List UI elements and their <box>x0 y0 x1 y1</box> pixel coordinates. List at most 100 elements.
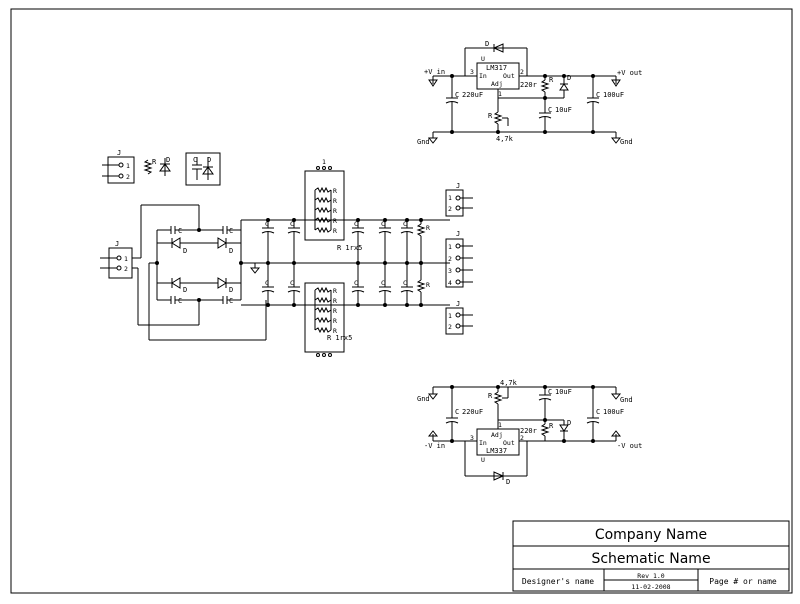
svg-text:C: C <box>381 279 385 287</box>
svg-text:R: R <box>333 307 337 315</box>
svg-text:R: R <box>333 207 337 215</box>
svg-text:D: D <box>506 478 510 486</box>
svg-text:R: R <box>333 327 337 335</box>
svg-text:Adj: Adj <box>491 431 503 439</box>
svg-text:1: 1 <box>124 255 128 263</box>
svg-text:2: 2 <box>448 255 452 263</box>
svg-text:2: 2 <box>520 68 524 76</box>
svg-text:Gnd: Gnd <box>620 138 633 146</box>
diode-neg-protect <box>493 471 505 481</box>
array-top-label: R 1rx5 <box>337 244 362 252</box>
svg-text:J: J <box>456 300 460 308</box>
svg-text:R: R <box>549 76 554 84</box>
svg-text:C: C <box>403 279 407 287</box>
svg-text:C: C <box>354 220 358 228</box>
svg-text:2: 2 <box>520 434 524 442</box>
svg-text:D: D <box>183 286 187 294</box>
svg-text:1: 1 <box>448 243 452 251</box>
svg-text:220r: 220r <box>520 427 537 435</box>
svg-text:2: 2 <box>448 205 452 213</box>
svg-text:C: C <box>229 297 233 305</box>
bleeder-resistor-top <box>416 223 426 237</box>
bleeder-resistor-bottom <box>416 279 426 293</box>
symbol-legend: J 1 2 R D C D <box>102 149 221 186</box>
positive-regulator: +V in +V out LM317 In Out Adj U 3 2 1 D … <box>417 40 642 146</box>
input-connector <box>108 247 133 279</box>
svg-text:Out: Out <box>503 439 515 447</box>
diode-pos-protect <box>492 43 504 53</box>
svg-text:C: C <box>265 220 269 228</box>
connector-bottom <box>445 307 464 335</box>
svg-text:4: 4 <box>448 279 452 287</box>
array-bottom-label: R 1rx5 <box>327 334 352 342</box>
svg-text:1: 1 <box>448 194 452 202</box>
svg-text:C: C <box>290 220 294 228</box>
svg-text:D: D <box>567 74 571 82</box>
svg-text:Gnd: Gnd <box>620 396 633 404</box>
lm317-pin-out: Out <box>503 72 515 80</box>
svg-text:100uF: 100uF <box>603 408 624 416</box>
svg-text:D: D <box>207 156 211 164</box>
svg-text:R: R <box>333 217 337 225</box>
svg-text:220r: 220r <box>520 81 537 89</box>
legend-connector <box>107 156 135 184</box>
vout-pos-label: +V out <box>617 69 642 77</box>
svg-text:220uF: 220uF <box>462 408 483 416</box>
svg-text:R: R <box>333 317 337 325</box>
legend-resistor <box>143 159 153 175</box>
lm317-pin-adj: Adj <box>491 80 503 88</box>
svg-text:D: D <box>229 247 233 255</box>
svg-text:D: D <box>567 419 571 427</box>
svg-text:C: C <box>548 106 552 114</box>
svg-text:C: C <box>455 91 459 99</box>
svg-text:C: C <box>403 220 407 228</box>
svg-text:10uF: 10uF <box>555 388 572 396</box>
connector-middle <box>445 238 464 288</box>
svg-text:R: R <box>426 224 430 232</box>
legend-box <box>185 152 221 186</box>
svg-text:C: C <box>596 91 600 99</box>
svg-text:2: 2 <box>124 265 128 273</box>
svg-text:J: J <box>456 182 460 190</box>
svg-text:R: R <box>488 392 493 400</box>
svg-text:R: R <box>333 287 337 295</box>
svg-text:2: 2 <box>126 173 130 181</box>
svg-text:4,7k: 4,7k <box>500 379 518 387</box>
sheet-border <box>10 8 793 594</box>
output-connectors: J 1 2 J 1 2 3 4 J 1 2 <box>445 182 473 335</box>
gnd-symbol <box>249 267 261 274</box>
svg-text:D: D <box>229 286 233 294</box>
svg-text:D: D <box>485 40 489 48</box>
svg-text:R: R <box>333 197 337 205</box>
svg-text:3: 3 <box>470 68 474 76</box>
svg-text:10uF: 10uF <box>555 106 572 114</box>
svg-text:2: 2 <box>448 323 452 331</box>
vin-pos-label: +V in <box>424 68 445 76</box>
svg-text:R: R <box>426 281 430 289</box>
svg-text:C: C <box>229 227 233 235</box>
svg-text:R: R <box>488 112 493 120</box>
resistor-array-bottom <box>304 282 345 353</box>
svg-text:C: C <box>455 408 459 416</box>
array-top-resistors <box>314 186 332 234</box>
date: 11-02-2008 <box>631 583 670 591</box>
resistor-array-top <box>304 170 345 241</box>
filter-caps-top <box>261 220 414 263</box>
svg-text:R: R <box>152 158 157 166</box>
svg-text:C: C <box>193 156 197 164</box>
svg-text:C: C <box>178 297 182 305</box>
revision: Rev 1.0 <box>637 572 664 580</box>
svg-text:R: R <box>333 187 337 195</box>
page-name: Page # or name <box>709 577 777 586</box>
svg-text:J: J <box>115 240 119 248</box>
negative-regulator: Gnd Gnd R 4,7k C 10uF C 220uF C 100uF <box>417 379 642 486</box>
lm317-u: U <box>481 55 485 63</box>
svg-text:C: C <box>265 279 269 287</box>
lm337-label: LM337 <box>486 447 507 455</box>
svg-text:In: In <box>479 439 487 447</box>
svg-text:1: 1 <box>448 312 452 320</box>
svg-text:3: 3 <box>448 267 452 275</box>
svg-text:C: C <box>178 227 182 235</box>
svg-text:4,7k: 4,7k <box>496 135 514 143</box>
svg-text:220uF: 220uF <box>462 91 483 99</box>
